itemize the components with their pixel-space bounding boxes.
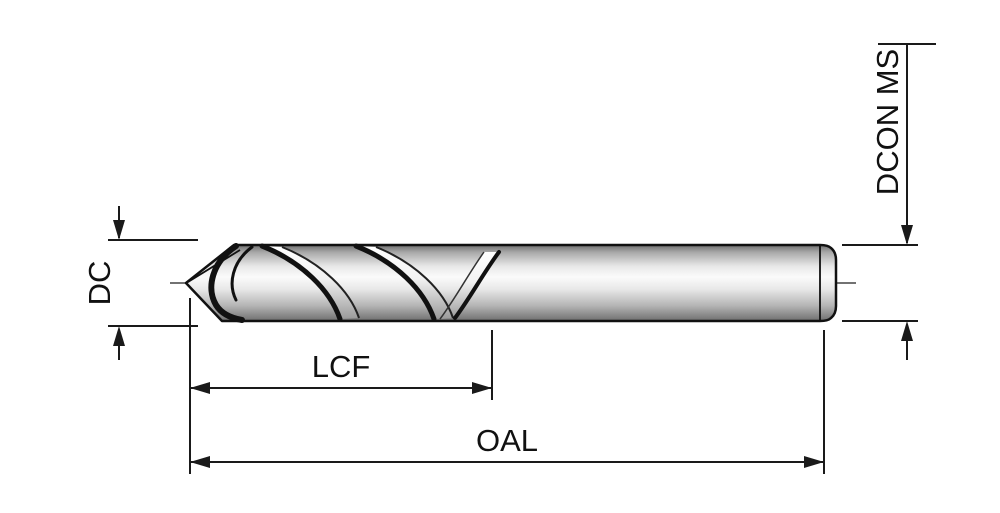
dc-arrow-down <box>113 220 125 240</box>
lcf-arrow-right <box>472 382 492 394</box>
dcon-arrow-down <box>901 225 913 245</box>
dcon-arrow-up <box>901 321 913 341</box>
lcf-dimension: LCF <box>189 298 493 474</box>
oal-arrow-left <box>190 456 210 468</box>
flute-runout-curve-thin <box>439 251 485 320</box>
dc-dimension: DC <box>82 206 198 360</box>
flute-runout-curve <box>453 250 501 320</box>
flute-face <box>262 246 359 319</box>
dcon-dimension: DCON MS <box>842 43 936 360</box>
lcf-label: LCF <box>312 349 371 384</box>
flute-margin-curve <box>281 246 360 319</box>
oal-arrow-right <box>804 456 824 468</box>
flute-face <box>356 246 453 319</box>
tip-flute-curve <box>208 243 245 323</box>
flute-face <box>440 252 499 319</box>
oal-dimension: OAL <box>190 330 825 474</box>
lcf-arrow-left <box>190 382 210 394</box>
flute-edge-curve <box>259 243 343 322</box>
flute-edge-curve <box>353 243 437 322</box>
oal-label: OAL <box>476 423 538 458</box>
dc-label: DC <box>82 261 117 306</box>
tip-flute-curve-inner <box>230 245 254 302</box>
flute-margin-curve <box>375 246 454 319</box>
dcon-ms-label: DCON MS <box>870 49 905 195</box>
dc-arrow-up <box>113 326 125 346</box>
drill <box>184 243 838 323</box>
